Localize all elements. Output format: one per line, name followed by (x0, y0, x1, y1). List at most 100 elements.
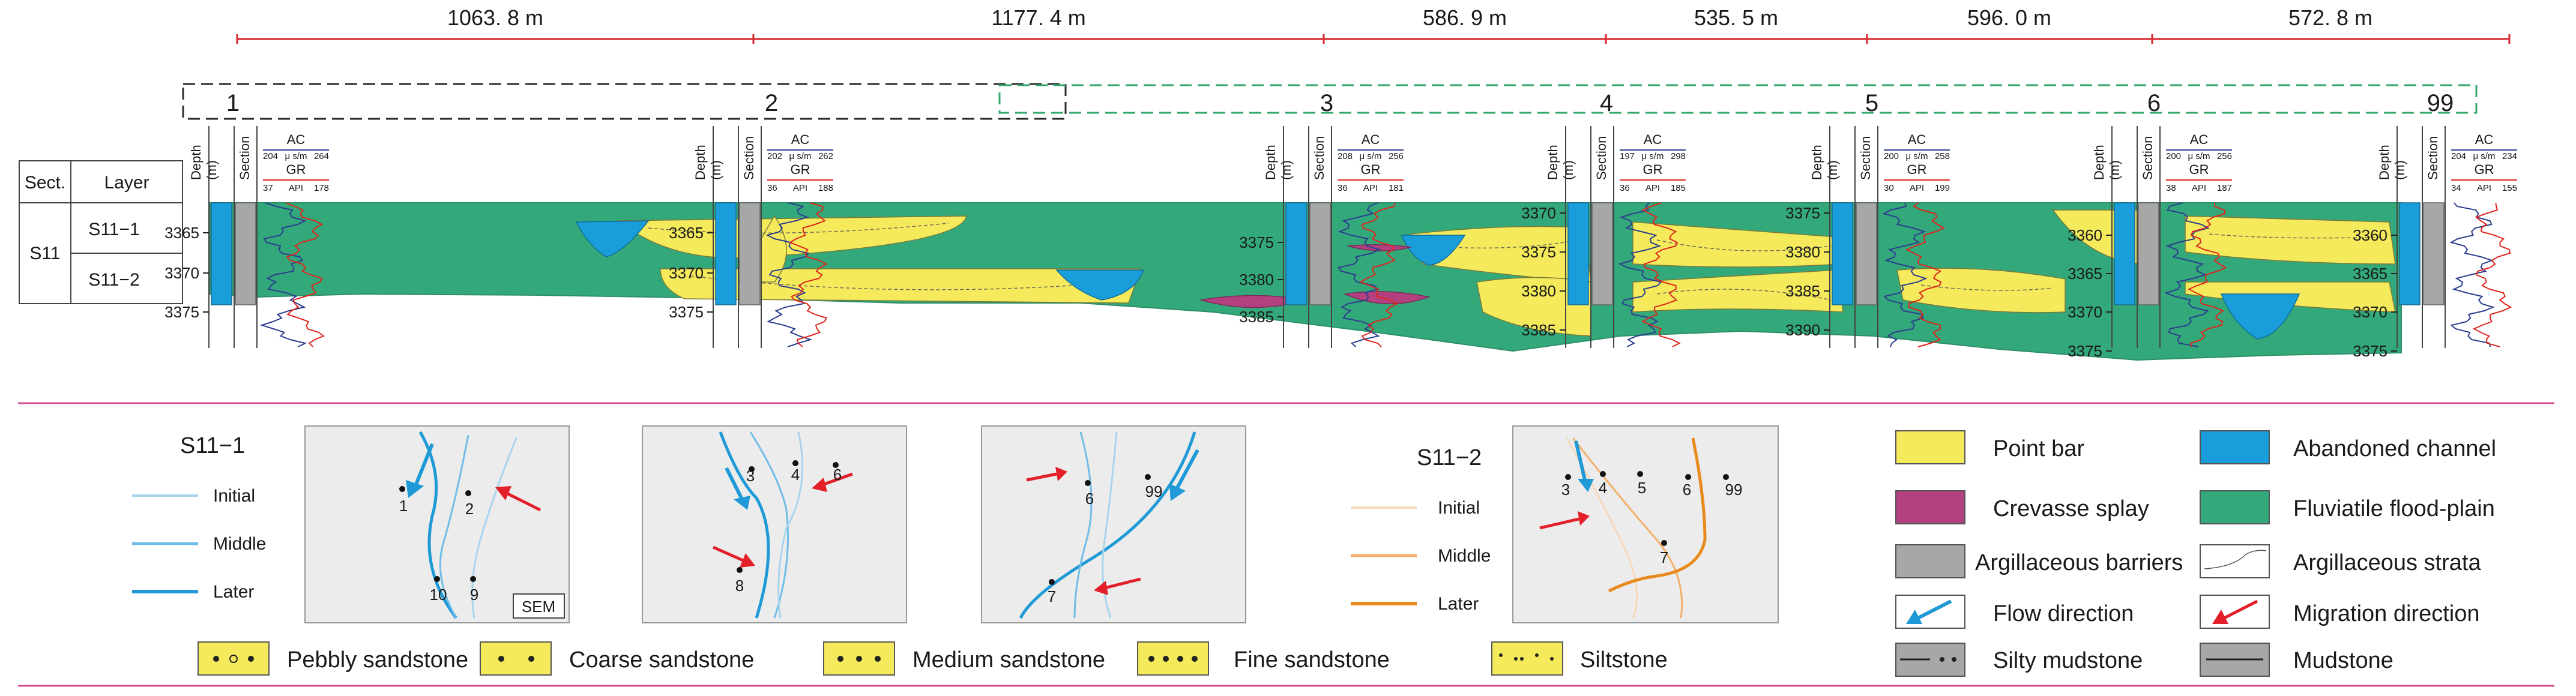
map-well-label: 4 (791, 466, 800, 484)
depth-tick-label: 3385 (1521, 321, 1556, 339)
ac-max: 234 (2502, 151, 2517, 161)
map-well-label: 7 (1048, 587, 1056, 605)
depth-tick-label: 3365 (2068, 265, 2102, 283)
plan-map-2: 3 4 6 8 (642, 425, 907, 623)
well-number-3: 3 (1320, 90, 1333, 116)
lithology-column (739, 202, 761, 305)
ac-max: 298 (1671, 151, 1686, 161)
depth-tick-label: 3380 (1239, 271, 1274, 289)
depth-tick-label: 3380 (1521, 282, 1556, 300)
lithology-column (1309, 202, 1331, 305)
gr-max: 199 (1935, 183, 1950, 193)
depth-tick-label: 3370 (1521, 204, 1556, 222)
sect-value: S11 (29, 244, 60, 263)
distance-label-6: 572. 8 m (2288, 5, 2372, 30)
well-number-4: 4 (1600, 90, 1613, 116)
gr-min: 34 (2451, 183, 2461, 193)
gr-log-curve (1641, 202, 1681, 347)
ac-unit: μ s/m (2188, 151, 2210, 161)
gr-min: 30 (1884, 183, 1894, 193)
ac-unit: μ s/m (2473, 151, 2496, 161)
gr-max: 178 (314, 183, 329, 193)
depth-tick-label: 3375 (1785, 204, 1820, 222)
map-well-label: 6 (1683, 481, 1691, 499)
ac-max: 256 (2217, 151, 2232, 161)
ac-label: AC (1362, 132, 1380, 147)
depth-label: Depth (189, 145, 204, 180)
ac-unit: μ s/m (1642, 151, 1664, 161)
ac-min: 204 (263, 151, 278, 161)
map-well-label: 99 (1725, 481, 1743, 499)
ac-min: 200 (1884, 151, 1899, 161)
gr-min: 38 (2166, 183, 2176, 193)
well-group-box-black (182, 83, 1067, 120)
gr-max: 188 (818, 183, 833, 193)
well-numbers: 1 2 3 4 5 6 99 (226, 90, 2454, 116)
section-column (1567, 202, 1589, 305)
ac-max: 258 (1935, 151, 1950, 161)
gr-log-curve (1359, 202, 1399, 347)
ac-log-curve (1337, 202, 1381, 347)
depth-tick-label: 3370 (2353, 303, 2387, 321)
distance-scale: 1063. 8 m 1177. 4 m 586. 9 m 535. 5 m 59… (236, 5, 2511, 44)
map-well-label: 3 (746, 467, 755, 485)
depth-label: Depth (1263, 145, 1278, 180)
well-number-2: 2 (765, 90, 778, 116)
ac-unit: μ s/m (1906, 151, 1928, 161)
abandoned-channel (1401, 235, 1466, 266)
map-well-label: 6 (1085, 490, 1094, 508)
depth-tick-label: 3365 (669, 224, 704, 242)
depth-tick-label: 3370 (164, 264, 199, 282)
layer-s11-1: S11−1 (88, 220, 139, 239)
abandoned-channel (575, 220, 650, 257)
ac-unit: μ s/m (285, 151, 307, 161)
stage-legend-title: S11−2 (1417, 445, 1482, 470)
map-well-label: 6 (833, 466, 842, 484)
section-label: Section (237, 136, 252, 180)
depth-tick-label: 3385 (1785, 282, 1820, 300)
stage-later: Later (213, 582, 254, 602)
depth-tick-label: 3365 (164, 224, 199, 242)
stage-initial: Initial (213, 486, 255, 506)
depth-label: Depth (693, 145, 708, 180)
map-well-label: 1 (399, 497, 408, 515)
lithology-legend: Pebbly sandstone Coarse sandstone Medium… (198, 641, 1668, 676)
depth-unit: (m) (1279, 160, 1294, 180)
legend-argillaceous-barriers: Argillaceous barriers (1975, 550, 2183, 575)
point-bar (617, 215, 967, 259)
gr-min: 36 (1338, 183, 1348, 193)
gr-label: GR (791, 162, 810, 177)
legend-medium-sandstone: Medium sandstone (912, 647, 1105, 673)
stage-later: Later (1438, 594, 1479, 614)
crevasse-splay (1347, 244, 1411, 251)
legend-mudstone: Mudstone (2293, 648, 2394, 673)
lithology-column (1591, 202, 1613, 305)
ac-label: AC (2475, 132, 2494, 147)
gr-unit: API (1910, 183, 1924, 193)
ac-log-curve (259, 202, 307, 347)
well-group-box-green (998, 84, 2478, 114)
ac-min: 197 (1620, 151, 1635, 161)
gr-log-curve (285, 202, 325, 347)
section-column (1832, 202, 1853, 305)
depth-label: Depth (2092, 145, 2107, 180)
stage-legend-s11-1: S11−1 Initial Middle Later (132, 433, 266, 602)
lithology-column (235, 202, 256, 305)
map-well-label: 3 (1561, 481, 1570, 499)
plan-map-4: 3 4 5 6 99 7 (1512, 425, 1779, 623)
ac-min: 208 (1338, 151, 1353, 161)
stage-legend-title: S11−1 (180, 433, 245, 458)
ac-max: 256 (1389, 151, 1404, 161)
gr-label: GR (286, 162, 306, 177)
gr-label: GR (1361, 162, 1381, 177)
section-label: Section (1594, 136, 1609, 180)
legend-flow-direction: Flow direction (1993, 601, 2134, 626)
distance-label-1: 1063. 8 m (447, 5, 543, 30)
legend-fine-sandstone: Fine sandstone (1234, 647, 1390, 673)
ac-log-curve (1618, 202, 1662, 347)
legend-siltstone: Siltstone (1580, 647, 1668, 673)
